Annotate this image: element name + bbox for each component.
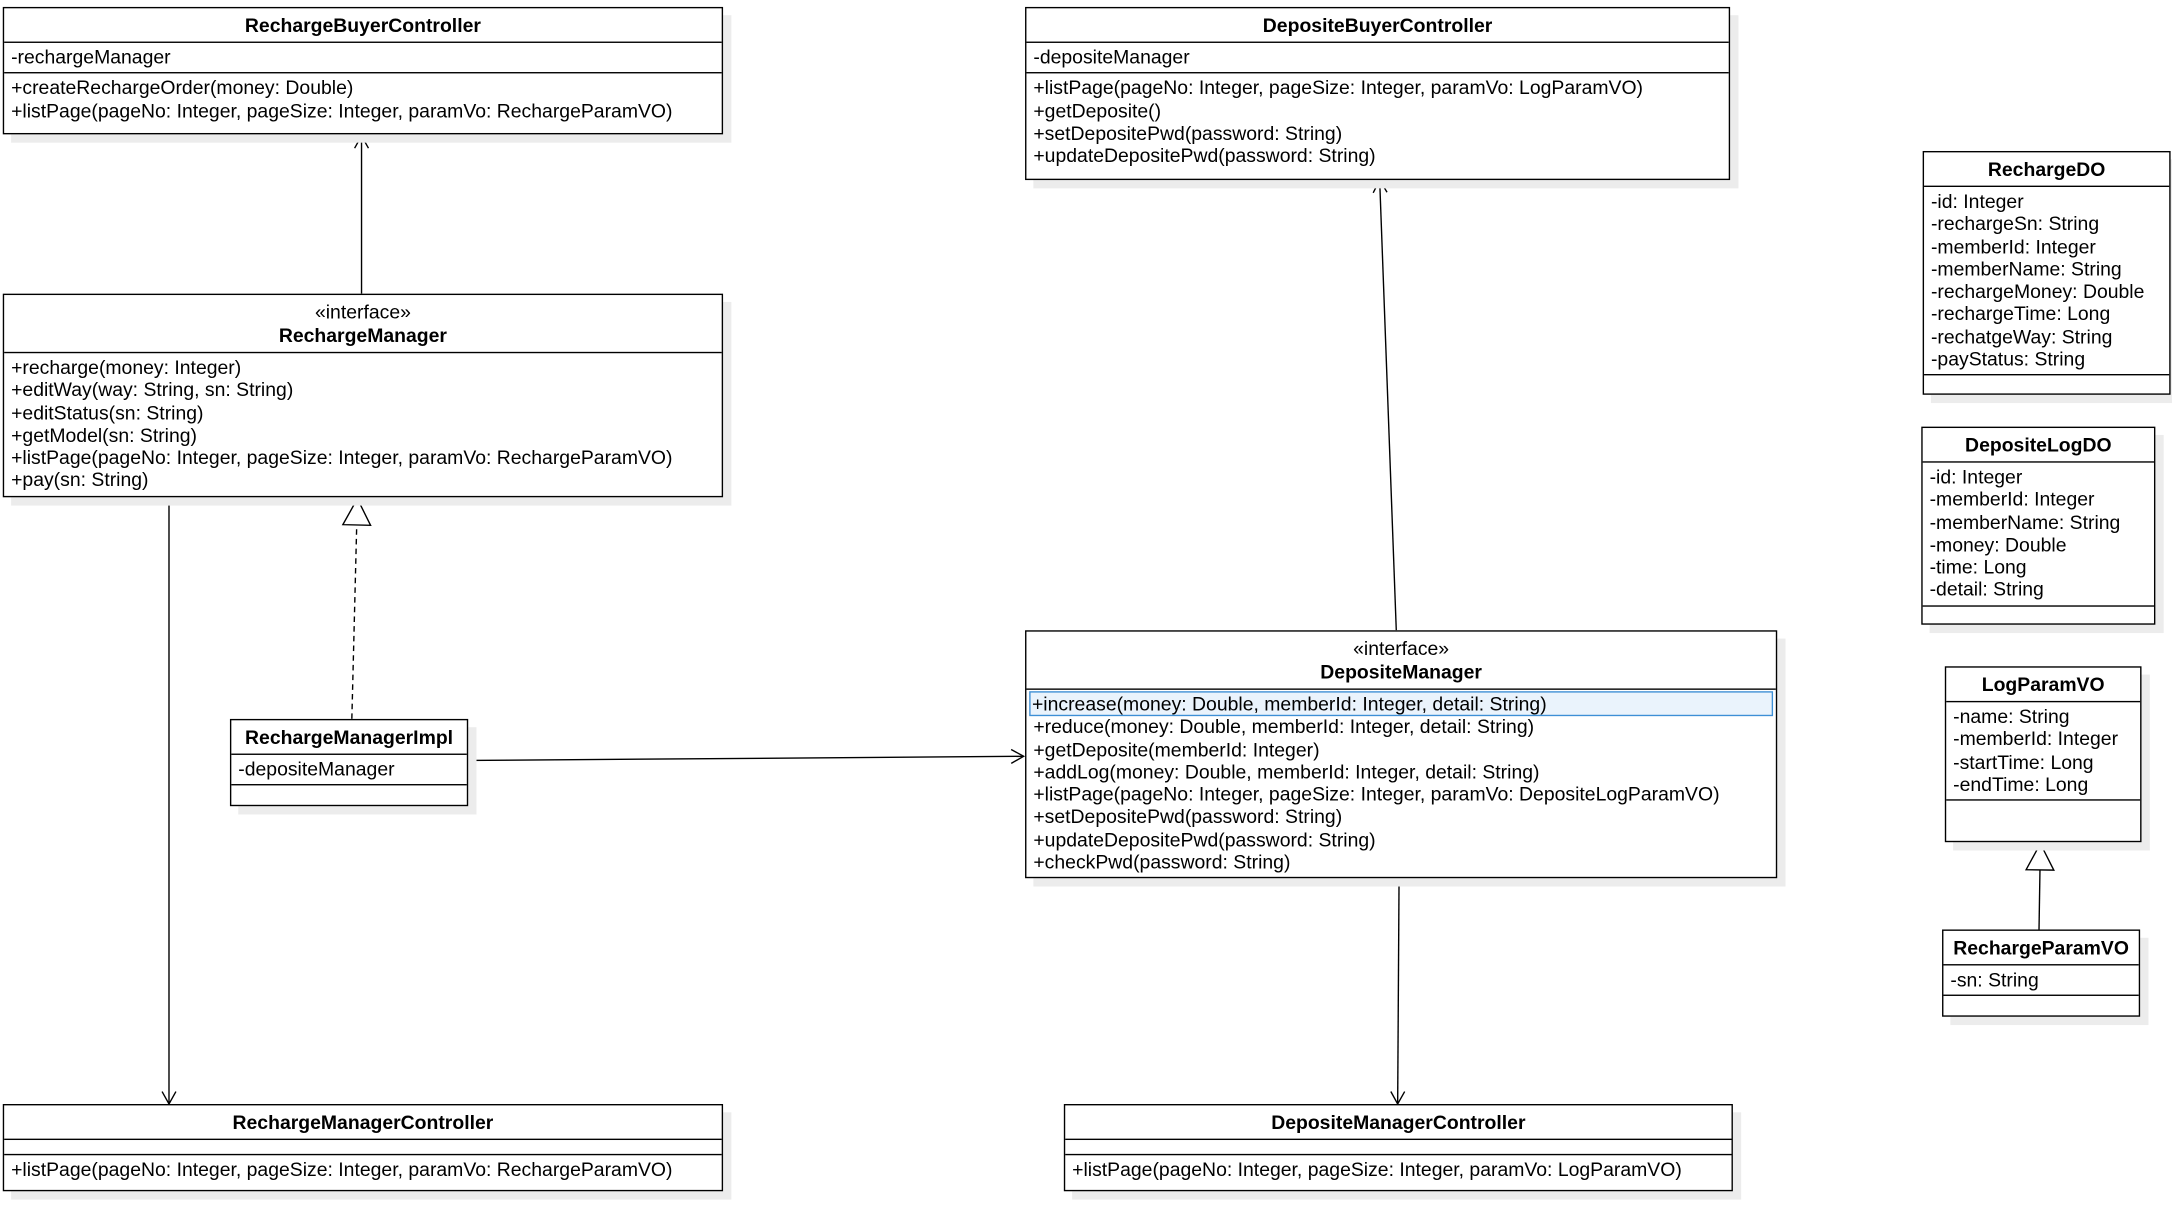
stereotype-label: «interface» [314, 300, 411, 323]
attribute[interactable]: -money: Double [1929, 533, 2067, 556]
attribute[interactable]: -rechatgeWay: String [1930, 325, 2113, 348]
attribute[interactable]: -startTime: Long [1953, 750, 2094, 773]
operation-section: +listPage(pageNo: Integer, pageSize: Int… [1026, 74, 1728, 171]
attribute-section [1065, 1140, 1732, 1156]
attribute[interactable]: -id: Integer [1930, 189, 2024, 212]
operation-section: +createRechargeOrder(money: Double) +lis… [4, 74, 722, 126]
operation-section [1946, 801, 2140, 831]
attribute[interactable]: -sn: String [1950, 968, 2039, 991]
attribute[interactable]: -rechargeSn: String [1930, 212, 2100, 235]
class-recharge-param-vo[interactable]: RechargeParamVO -sn: String [1942, 929, 2141, 1017]
stereotype-label: «interface» [1353, 637, 1450, 660]
class-name: RechargeDO [1987, 157, 2106, 181]
operation[interactable]: +reduce(money: Double, memberId: Integer… [1033, 715, 1535, 738]
class-deposite-manager-controller[interactable]: DepositeManagerController +listPage(page… [1063, 1104, 1733, 1192]
operation[interactable]: +listPage(pageNo: Integer, pageSize: Int… [1033, 782, 1720, 806]
class-log-param-vo[interactable]: LogParamVO -name: String -memberId: Inte… [1944, 666, 2142, 843]
operation-section: +increase(money: Double, memberId: Integ… [1026, 690, 1775, 878]
class-name: DepositeLogDO [1965, 433, 2112, 456]
operation[interactable]: +listPage(pageNo: Integer, pageSize: Int… [11, 99, 673, 122]
attribute[interactable]: -depositeManager [238, 757, 395, 780]
assoc-rechargemanagerimpl-to-depositemanager[interactable] [468, 748, 1026, 764]
attribute[interactable]: -name: String [1953, 705, 2070, 728]
class-recharge-do[interactable]: RechargeDO -id: Integer -rechargeSn: Str… [1922, 150, 2171, 395]
operation-section: +listPage(pageNo: Integer, pageSize: Int… [1065, 1155, 1731, 1185]
generalization-rechargeparamvo-to-logparamvo[interactable] [2024, 842, 2055, 930]
class-name: DepositeManagerController [1271, 1110, 1526, 1134]
assoc-depositemanager-to-depositebuyercontroller[interactable] [1372, 178, 1397, 631]
operation[interactable]: +getModel(sn: String) [11, 423, 198, 446]
attribute-section: -name: String -memberId: Integer -startT… [1946, 702, 2141, 801]
operation[interactable]: +editStatus(sn: String) [11, 401, 204, 424]
operation[interactable]: +addLog(money: Double, memberId: Integer… [1033, 760, 1540, 783]
operation[interactable]: +getDeposite() [1033, 99, 1162, 122]
operation[interactable]: +createRechargeOrder(money: Double) [11, 76, 354, 99]
attribute[interactable]: -depositeManager [1033, 45, 1190, 68]
class-name: RechargeBuyerController [244, 13, 481, 37]
class-recharge-manager-controller[interactable]: RechargeManagerController +listPage(page… [2, 1104, 724, 1192]
operation-section: +listPage(pageNo: Integer, pageSize: Int… [4, 1155, 722, 1185]
attribute[interactable]: -rechargeMoney: Double [1930, 280, 2145, 303]
class-name: DepositeBuyerController [1262, 13, 1493, 37]
attribute-section [4, 1140, 722, 1156]
operation[interactable]: +recharge(money: Integer) [11, 355, 242, 379]
operation-section [1924, 376, 2169, 387]
attribute[interactable]: -detail: String [1929, 578, 2044, 601]
attribute[interactable]: -memberId: Integer [1930, 234, 2096, 258]
class-deposite-log-do[interactable]: DepositeLogDO -id: Integer -memberId: In… [1921, 426, 2156, 625]
attribute[interactable]: -memberId: Integer [1929, 488, 2095, 511]
attribute-section: -depositeManager [1026, 43, 1729, 74]
attribute-section: -sn: String [1943, 965, 2139, 997]
class-name: RechargeManagerImpl [245, 725, 454, 749]
class-recharge-manager-impl[interactable]: RechargeManagerImpl -depositeManager [229, 718, 469, 807]
attribute-section: -rechargeManager [4, 43, 722, 74]
assoc-depositemanager-to-depositemanagercontroller[interactable] [1390, 878, 1406, 1106]
class-deposite-buyer-controller[interactable]: DepositeBuyerController -depositeManager… [1025, 6, 1731, 181]
operation[interactable]: +updateDepositePwd(password: String) [1033, 144, 1376, 167]
operation[interactable]: +checkPwd(password: String) [1033, 850, 1291, 873]
operation-selected[interactable]: +increase(money: Double, memberId: Integ… [1029, 691, 1774, 717]
class-name: RechargeManagerController [232, 1110, 494, 1134]
realization-rechargemanagerimpl-to-rechargemanager[interactable] [341, 497, 372, 719]
class-name: DepositeManager [1320, 660, 1482, 683]
attribute[interactable]: -rechargeTime: Long [1930, 302, 2111, 325]
operation[interactable]: +pay(sn: String) [11, 468, 149, 492]
attribute-section: -depositeManager [231, 755, 467, 786]
attribute[interactable]: -memberName: String [1929, 510, 2121, 533]
interface-deposite-manager[interactable]: «interface» DepositeManager +increase(mo… [1025, 630, 1778, 879]
operation[interactable]: +editWay(way: String, sn: String) [11, 378, 294, 401]
operation[interactable]: +setDepositePwd(password: String) [1033, 805, 1343, 828]
attribute-section: -id: Integer -memberId: Integer -memberN… [1922, 463, 2154, 607]
attribute[interactable]: -endTime: Long [1953, 772, 2089, 795]
attribute[interactable]: -memberName: String [1930, 257, 2122, 280]
attribute[interactable]: -memberId: Integer [1953, 727, 2119, 750]
attribute[interactable]: -payStatus: String [1930, 347, 2086, 370]
class-name: RechargeManager [278, 324, 447, 347]
operation-section [1923, 606, 2154, 617]
operation[interactable]: +listPage(pageNo: Integer, pageSize: Int… [11, 446, 673, 469]
class-name: RechargeParamVO [1953, 936, 2129, 959]
class-name: LogParamVO [1981, 673, 2105, 696]
attribute[interactable]: -time: Long [1929, 555, 2027, 578]
attribute[interactable]: -id: Integer [1929, 465, 2023, 488]
operation-section: +recharge(money: Integer) +editWay(way: … [4, 353, 722, 495]
operation[interactable]: +updateDepositePwd(password: String) [1033, 828, 1376, 851]
operation-section [231, 786, 466, 798]
operation[interactable]: +listPage(pageNo: Integer, pageSize: Int… [11, 1158, 673, 1181]
operation[interactable]: +listPage(pageNo: Integer, pageSize: Int… [1072, 1158, 1682, 1181]
operation[interactable]: +listPage(pageNo: Integer, pageSize: Int… [1033, 76, 1643, 99]
attribute[interactable]: -rechargeManager [11, 45, 171, 68]
operation[interactable]: +getDeposite(memberId: Integer) [1033, 737, 1320, 760]
attribute-section: -id: Integer -rechargeSn: String -member… [1924, 187, 2170, 376]
interface-recharge-manager[interactable]: «interface» RechargeManager +recharge(mo… [2, 293, 724, 498]
operation-section [1943, 996, 2138, 1008]
class-recharge-buyer-controller[interactable]: RechargeBuyerController -rechargeManager… [2, 6, 724, 135]
operation[interactable]: +setDepositePwd(password: String) [1033, 121, 1343, 144]
